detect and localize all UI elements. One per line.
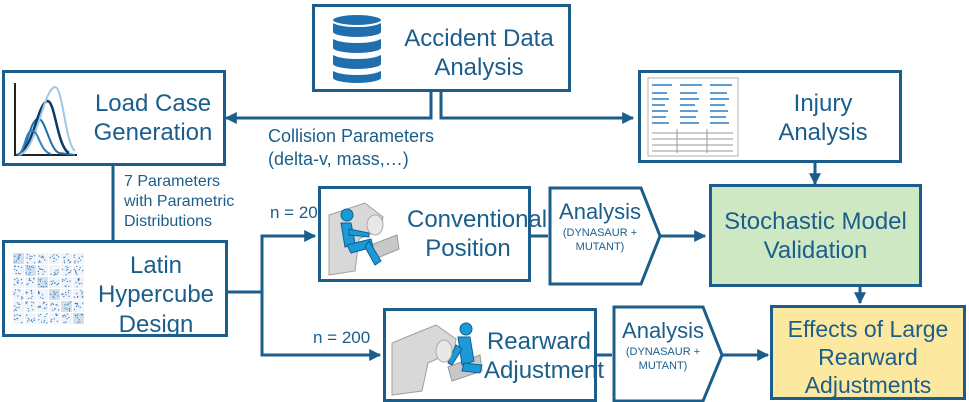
edge-latin-to-conventional	[228, 230, 317, 294]
analysis-conventional-label: Analysis (DYNASAUR + MUTANT)	[559, 199, 641, 254]
seated-dummy-icon	[328, 202, 400, 276]
distribution-curves-icon	[14, 83, 77, 157]
sample-size-label-top: n = 200	[270, 203, 328, 222]
parameters-distribution-label: 7 Parameters with Parametric Distributio…	[124, 173, 235, 230]
rearward-adjustment-node: Rearward Adjustment	[383, 308, 605, 402]
analysis-rearward-label: Analysis (DYNASAUR + MUTANT)	[622, 318, 704, 373]
injury-analysis-node: Injury Analysis	[638, 70, 902, 163]
latin-hypercube-label: Latin Hypercube Design	[97, 252, 215, 338]
latin-hypercube-design-node: Latin Hypercube Design	[2, 240, 228, 338]
effects-label: Effects of Large Rearward Adjustments	[787, 316, 949, 399]
scatter-matrix-icon	[13, 253, 84, 324]
stochastic-label: Stochastic Model Validation	[724, 208, 907, 265]
effects-rearward-adjustments-node: Effects of Large Rearward Adjustments	[770, 305, 966, 400]
database-icon	[331, 13, 383, 84]
rearward-label: Rearward Adjustment	[484, 328, 605, 385]
injury-table-icon	[647, 77, 739, 157]
load-case-label: Load Case Generation	[93, 90, 213, 147]
edge-accident-to-injury	[439, 92, 635, 124]
load-case-generation-node: Load Case Generation	[2, 70, 226, 166]
reclined-dummy-icon	[391, 322, 483, 396]
edge-accident-to-loadcase	[224, 92, 433, 124]
injury-label: Injury Analysis	[778, 90, 868, 147]
conventional-label: Conventional Position	[407, 206, 548, 263]
collision-parameters-label: Collision Parameters (delta-v, mass,…)	[268, 126, 435, 169]
sample-size-label-bottom: n = 200	[313, 328, 371, 347]
edge-latin-to-rearward	[260, 292, 382, 361]
accident-data-analysis-node: Accident Data Analysis	[312, 4, 571, 92]
accident-data-label: Accident Data Analysis	[404, 25, 554, 82]
conventional-position-node: Conventional Position	[318, 186, 548, 282]
stochastic-model-validation-node: Stochastic Model Validation	[709, 184, 922, 287]
